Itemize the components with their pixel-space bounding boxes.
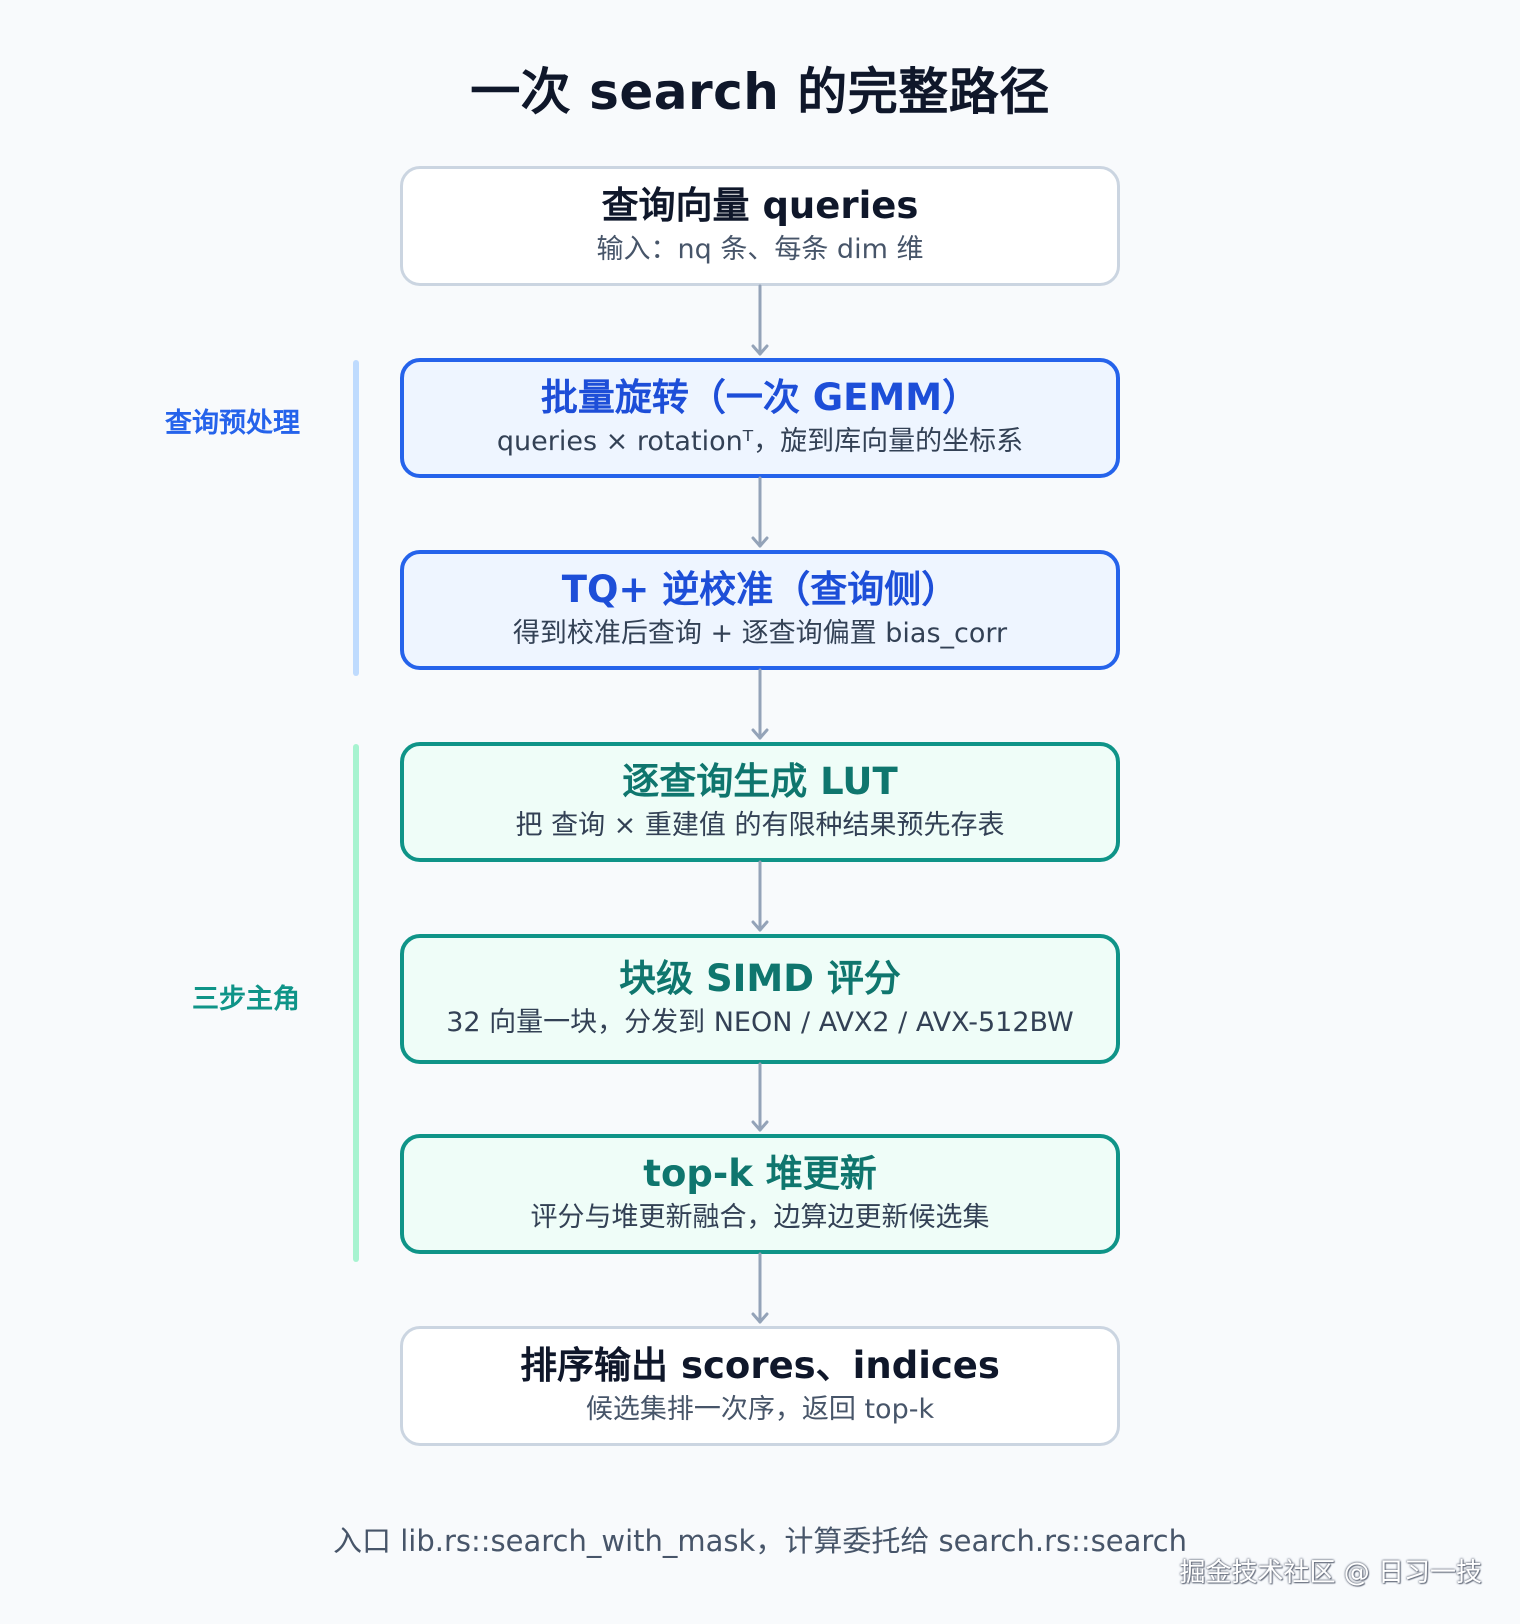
arrow-down-icon bbox=[751, 1062, 769, 1132]
preprocess-group-bar bbox=[353, 360, 359, 676]
step-title: 排序输出 scores、indices bbox=[520, 1344, 1000, 1387]
arrow-down-icon bbox=[751, 860, 769, 932]
preprocess-group-label: 查询预处理 bbox=[165, 408, 300, 439]
page-title: 一次 search 的完整路径 bbox=[470, 63, 1050, 121]
arrow-down-icon bbox=[751, 668, 769, 740]
main-group-label: 三步主角 bbox=[192, 984, 300, 1015]
step-title: TQ+ 逆校准（查询侧） bbox=[561, 568, 959, 611]
footnote: 入口 lib.rs::search_with_mask，计算委托给 search… bbox=[333, 1524, 1187, 1558]
step-title: top-k 堆更新 bbox=[643, 1152, 877, 1195]
step-subtitle: 32 向量一块，分发到 NEON / AVX2 / AVX-512BW bbox=[446, 1007, 1074, 1038]
step-box-inverse-calibration: TQ+ 逆校准（查询侧） 得到校准后查询 + 逐查询偏置 bias_corr bbox=[400, 550, 1120, 670]
step-box-lut-generation: 逐查询生成 LUT 把 查询 × 重建值 的有限种结果预先存表 bbox=[400, 742, 1120, 862]
step-subtitle: 评分与堆更新融合，边算边更新候选集 bbox=[530, 1202, 990, 1233]
step-title: 查询向量 queries bbox=[601, 184, 919, 227]
step-box-sorted-output: 排序输出 scores、indices 候选集排一次序，返回 top-k bbox=[400, 1326, 1120, 1446]
step-box-queries: 查询向量 queries 输入：nq 条、每条 dim 维 bbox=[400, 166, 1120, 286]
step-subtitle: 得到校准后查询 + 逐查询偏置 bias_corr bbox=[512, 618, 1008, 649]
step-box-batch-rotation: 批量旋转（一次 GEMM） queries × rotationᵀ，旋到库向量的… bbox=[400, 358, 1120, 478]
step-subtitle: 把 查询 × 重建值 的有限种结果预先存表 bbox=[515, 810, 1005, 841]
step-box-topk-heap: top-k 堆更新 评分与堆更新融合，边算边更新候选集 bbox=[400, 1134, 1120, 1254]
main-group-bar bbox=[353, 744, 359, 1262]
arrow-down-icon bbox=[751, 1252, 769, 1324]
arrow-down-icon bbox=[751, 284, 769, 356]
step-title: 逐查询生成 LUT bbox=[622, 760, 898, 803]
watermark: 掘金技术社区 @ 日习一技 bbox=[1179, 1558, 1482, 1588]
arrow-down-icon bbox=[751, 476, 769, 548]
step-subtitle: 候选集排一次序，返回 top-k bbox=[585, 1394, 935, 1425]
step-subtitle: 输入：nq 条、每条 dim 维 bbox=[596, 234, 924, 265]
step-title: 批量旋转（一次 GEMM） bbox=[540, 376, 980, 419]
step-title: 块级 SIMD 评分 bbox=[619, 957, 901, 1000]
step-box-simd-scoring: 块级 SIMD 评分 32 向量一块，分发到 NEON / AVX2 / AVX… bbox=[400, 934, 1120, 1064]
step-subtitle: queries × rotationᵀ，旋到库向量的坐标系 bbox=[496, 426, 1024, 457]
